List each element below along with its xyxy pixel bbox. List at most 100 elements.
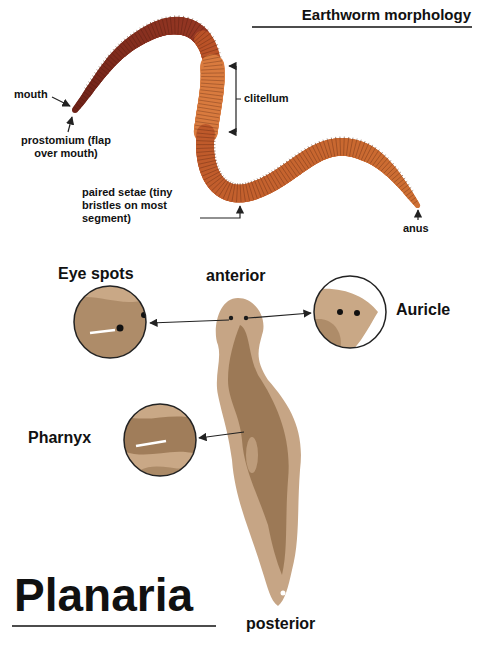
worm-ring (340, 138, 342, 155)
seta (356, 139, 357, 141)
seta (221, 64, 223, 65)
worm-ring (258, 180, 265, 196)
seta (412, 190, 414, 191)
leader-line (417, 210, 418, 220)
worm-ring (90, 83, 97, 88)
worm-ring (332, 139, 335, 156)
seta (103, 61, 104, 62)
worm-ring (170, 18, 172, 34)
worm-ring (312, 146, 320, 161)
worm-ring (246, 184, 250, 201)
worm-ring (350, 139, 353, 156)
seta (234, 183, 235, 185)
worm-ring (94, 77, 101, 82)
seta (344, 137, 345, 139)
seta (220, 60, 222, 61)
worm-ring (346, 139, 348, 156)
seta (260, 177, 262, 179)
leader-line (52, 97, 70, 106)
magnifier-ring (74, 286, 146, 358)
seta (212, 37, 214, 38)
seta (220, 56, 222, 57)
seta (408, 184, 410, 185)
worm-ring (404, 188, 410, 193)
worm-ring (232, 185, 235, 202)
worm-ring (86, 89, 92, 94)
worm-ring (413, 201, 417, 204)
seta (219, 171, 221, 173)
seta (219, 52, 221, 53)
seta (406, 181, 407, 182)
worm-ring (197, 144, 214, 145)
worm-ring (162, 20, 166, 35)
seta (97, 70, 98, 71)
seta (85, 88, 86, 89)
worm-ring (279, 168, 289, 182)
seta (395, 166, 396, 167)
seta (187, 17, 188, 19)
magnifier-auricle (310, 272, 390, 352)
seta (315, 143, 317, 145)
earthworm-body (72, 15, 420, 208)
worm-ring (201, 83, 224, 85)
worm-ring (198, 104, 221, 108)
seta (116, 46, 117, 47)
seta (402, 175, 403, 176)
worm-ring (255, 181, 261, 197)
worm-ring (78, 101, 83, 105)
worm-ring (197, 151, 214, 152)
title-underline (252, 26, 472, 28)
seta (230, 182, 232, 184)
seta (232, 182, 234, 184)
seta (86, 85, 88, 86)
worm-ring (358, 143, 364, 159)
worm-ring (128, 38, 136, 49)
seta (364, 141, 366, 143)
worm-ring (240, 185, 242, 202)
seta (242, 183, 243, 185)
seta (237, 183, 238, 185)
bracket-arrow (229, 131, 236, 132)
worm-ring (201, 69, 224, 70)
worm-ring (198, 158, 215, 161)
pointer-arrow (150, 320, 229, 323)
seta (183, 16, 184, 18)
worm-ring (206, 175, 220, 184)
worm-ring (178, 17, 179, 34)
worm-ring (378, 159, 387, 169)
seta (88, 82, 90, 83)
seta (265, 174, 267, 176)
seta (108, 55, 109, 56)
seta (143, 26, 145, 28)
magnifier-ring (314, 276, 386, 348)
seta (381, 152, 382, 154)
seta (275, 169, 276, 171)
seta (390, 160, 391, 161)
part-label: clitellum (244, 92, 289, 105)
seta (308, 146, 310, 148)
worm-ring (267, 176, 275, 191)
seta (214, 154, 216, 155)
eye-spot (244, 316, 248, 320)
seta (196, 20, 198, 22)
diagram-title: Earthworm morphology (302, 6, 471, 24)
seta (92, 76, 94, 77)
part-label: anus (403, 222, 429, 235)
seta (378, 150, 379, 152)
worm-ring (367, 149, 375, 163)
worm-ring (199, 41, 214, 49)
seta (245, 183, 246, 185)
seta (192, 18, 194, 20)
worm-ring (361, 145, 368, 160)
worm-ring (198, 107, 221, 111)
seta (170, 16, 171, 18)
seta (214, 144, 216, 145)
seta (217, 166, 219, 168)
direction-label: posterior (246, 614, 315, 633)
seta (339, 137, 340, 139)
seta (118, 44, 119, 45)
pointer-arrow (248, 313, 311, 318)
seta (154, 20, 156, 22)
worm-ring (174, 17, 176, 34)
